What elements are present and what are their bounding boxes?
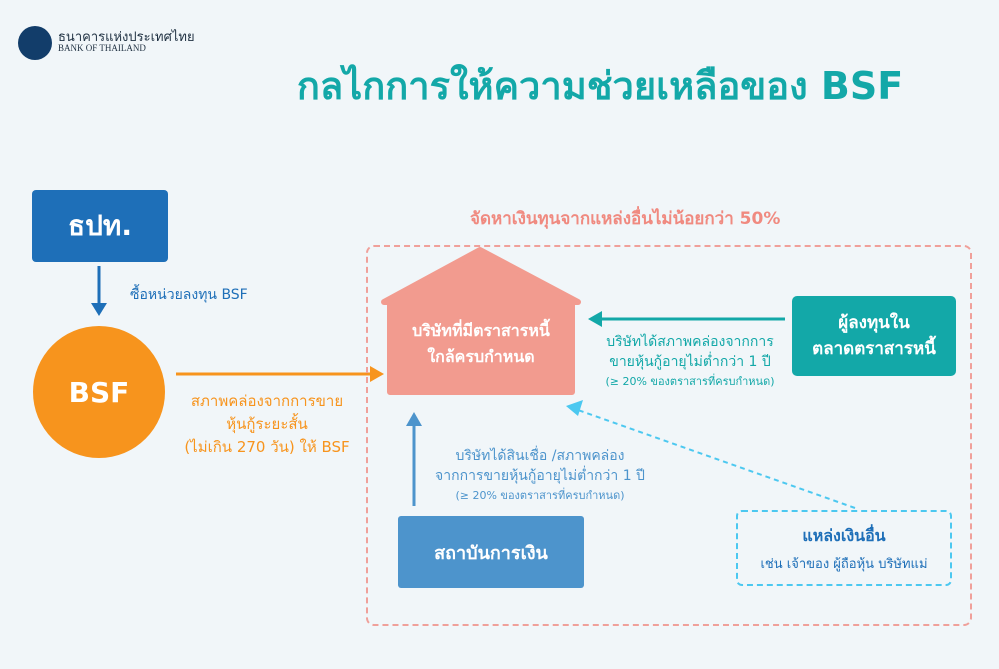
- group-label: จัดหาเงินทุนจากแหล่งอื่นไม่น้อยกว่า 50%: [470, 209, 781, 229]
- org-name-english: BANK OF THAILAND: [58, 43, 146, 53]
- company-house-shape: [381, 247, 581, 395]
- arrow-bsf-to-company: [176, 366, 384, 382]
- label-line: จากการขายหุ้นกู้อายุไม่ต่ำกว่า 1 ปี: [435, 468, 645, 484]
- financial-institution-node: สถาบันการเงิน: [398, 516, 584, 588]
- label-line: หุ้นกู้ระยะสั้น: [226, 415, 308, 433]
- bot-node: ธปท.: [32, 190, 168, 262]
- label-line: (≥ 20% ของตราสารที่ครบกำหนด): [605, 375, 775, 388]
- label-line: บริษัทที่มีตราสารหนี้: [412, 321, 550, 340]
- bot-to-bsf-label: ซื้อหน่วยลงทุน BSF: [130, 287, 248, 303]
- investors-node: ผู้ลงทุนใน ตลาดตราสารหนี้: [792, 296, 956, 376]
- other-sources-subtitle: เช่น เจ้าของ ผู้ถือหุ้น บริษัทแม่: [760, 557, 928, 572]
- label-line: (ไม่เกิน 270 วัน) ให้ BSF: [184, 438, 350, 456]
- label-line: บริษัทได้สินเชื่อ /สภาพคล่อง: [455, 448, 625, 464]
- other-sources-title: แหล่งเงินอื่น: [802, 526, 886, 545]
- investors-to-company-label: บริษัทได้สภาพคล่องจากการ ขายหุ้นกู้อายุไ…: [590, 332, 790, 392]
- label-line: ตลาดตราสารหนี้: [812, 339, 936, 359]
- arrow-investors-to-company: [588, 311, 785, 327]
- other-sources-group: [366, 245, 972, 626]
- arrow-other-to-company: [566, 400, 856, 509]
- label-line: บริษัทได้สภาพคล่องจากการ: [606, 334, 774, 350]
- label-line: (≥ 20% ของตราสารที่ครบกำหนด): [455, 489, 625, 502]
- org-name-thai: ธนาคารแห่งประเทศไทย: [58, 30, 195, 45]
- label-line: ขายหุ้นกู้อายุไม่ต่ำกว่า 1 ปี: [609, 354, 771, 370]
- page-title: กลไกการให้ความช่วยเหลือของ BSF: [296, 64, 904, 108]
- label-line: สภาพคล่องจากการขาย: [190, 392, 344, 410]
- company-node: บริษัทที่มีตราสารหนี้ ใกล้ครบกำหนด: [384, 318, 578, 370]
- bank-of-thailand-logo: [18, 26, 52, 60]
- bsf-to-company-label: สภาพคล่องจากการขาย หุ้นกู้ระยะสั้น (ไม่เ…: [172, 390, 362, 459]
- label-line: ใกล้ครบกำหนด: [427, 347, 535, 366]
- bsf-node: BSF: [33, 326, 165, 458]
- arrow-fin-to-company: [406, 412, 422, 506]
- label-line: ผู้ลงทุนใน: [838, 313, 910, 333]
- arrow-bot-to-bsf: [91, 266, 107, 316]
- other-sources-node: แหล่งเงินอื่น เช่น เจ้าของ ผู้ถือหุ้น บร…: [736, 510, 952, 586]
- fin-to-company-label: บริษัทได้สินเชื่อ /สภาพคล่อง จากการขายหุ…: [420, 446, 660, 506]
